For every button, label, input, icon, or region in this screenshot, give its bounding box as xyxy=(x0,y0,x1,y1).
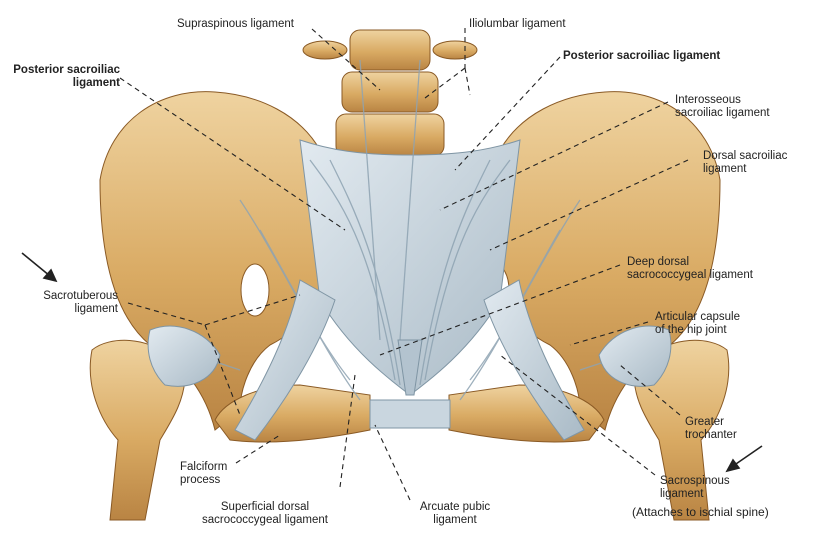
ligament-fibres xyxy=(149,59,671,401)
label-articular-capsule-hip-joint: Articular capsule of the hip joint xyxy=(655,311,741,336)
lumbar-vertebra-1 xyxy=(349,29,431,71)
label-dorsal-sacroiliac-ligament: Dorsal sacroiliac ligament xyxy=(703,150,788,175)
label-interosseous-sacroiliac-ligament: Interosseous sacroiliac ligament xyxy=(675,94,770,119)
coccyx xyxy=(397,339,423,396)
right-femur xyxy=(633,339,730,521)
label-posterior-sacroiliac-ligament-right: Posterior sacroiliac ligament xyxy=(563,50,721,62)
lumbar-vertebra-3 xyxy=(335,113,445,157)
label-falciform-process: Falciform process xyxy=(180,461,228,486)
transverse-process-left xyxy=(302,40,348,60)
left-sacrotuberous-band xyxy=(234,279,336,441)
label-iliolumbar-ligament: Iliolumbar ligament xyxy=(469,18,566,30)
pubic-symphysis xyxy=(369,399,451,429)
label-deep-dorsal-sacrococcygeal-ligament: Deep dorsal sacrococcygeal ligament xyxy=(627,256,753,281)
label-supraspinous-ligament: Supraspinous ligament xyxy=(177,18,294,30)
left-obturator-foramen xyxy=(240,263,270,317)
left-hip-capsule xyxy=(147,325,221,387)
arrow-right xyxy=(725,445,763,473)
lumbar-vertebra-2 xyxy=(341,71,439,113)
left-femur xyxy=(89,339,186,521)
leader-lines xyxy=(119,28,689,501)
label-superficial-dorsal-sacrococcygeal-ligament: Superficial dorsal sacrococcygeal ligame… xyxy=(202,501,328,526)
label-sacrotuberous-ligament: Sacrotuberous ligament xyxy=(43,290,118,315)
transverse-process-right xyxy=(432,40,478,60)
label-greater-trochanter: Greater trochanter xyxy=(685,416,737,441)
label-posterior-sacroiliac-ligament-left: Posterior sacroiliac ligament xyxy=(13,64,120,89)
label-sacrospinous-ligament: Sacrospinous ligament xyxy=(660,475,730,500)
label-sacrospinous-note: (Attaches to ischial spine) xyxy=(632,505,769,519)
label-arcuate-pubic-ligament: Arcuate pubic ligament xyxy=(419,501,491,526)
arrow-left xyxy=(21,252,58,283)
right-hip-capsule xyxy=(598,325,672,387)
